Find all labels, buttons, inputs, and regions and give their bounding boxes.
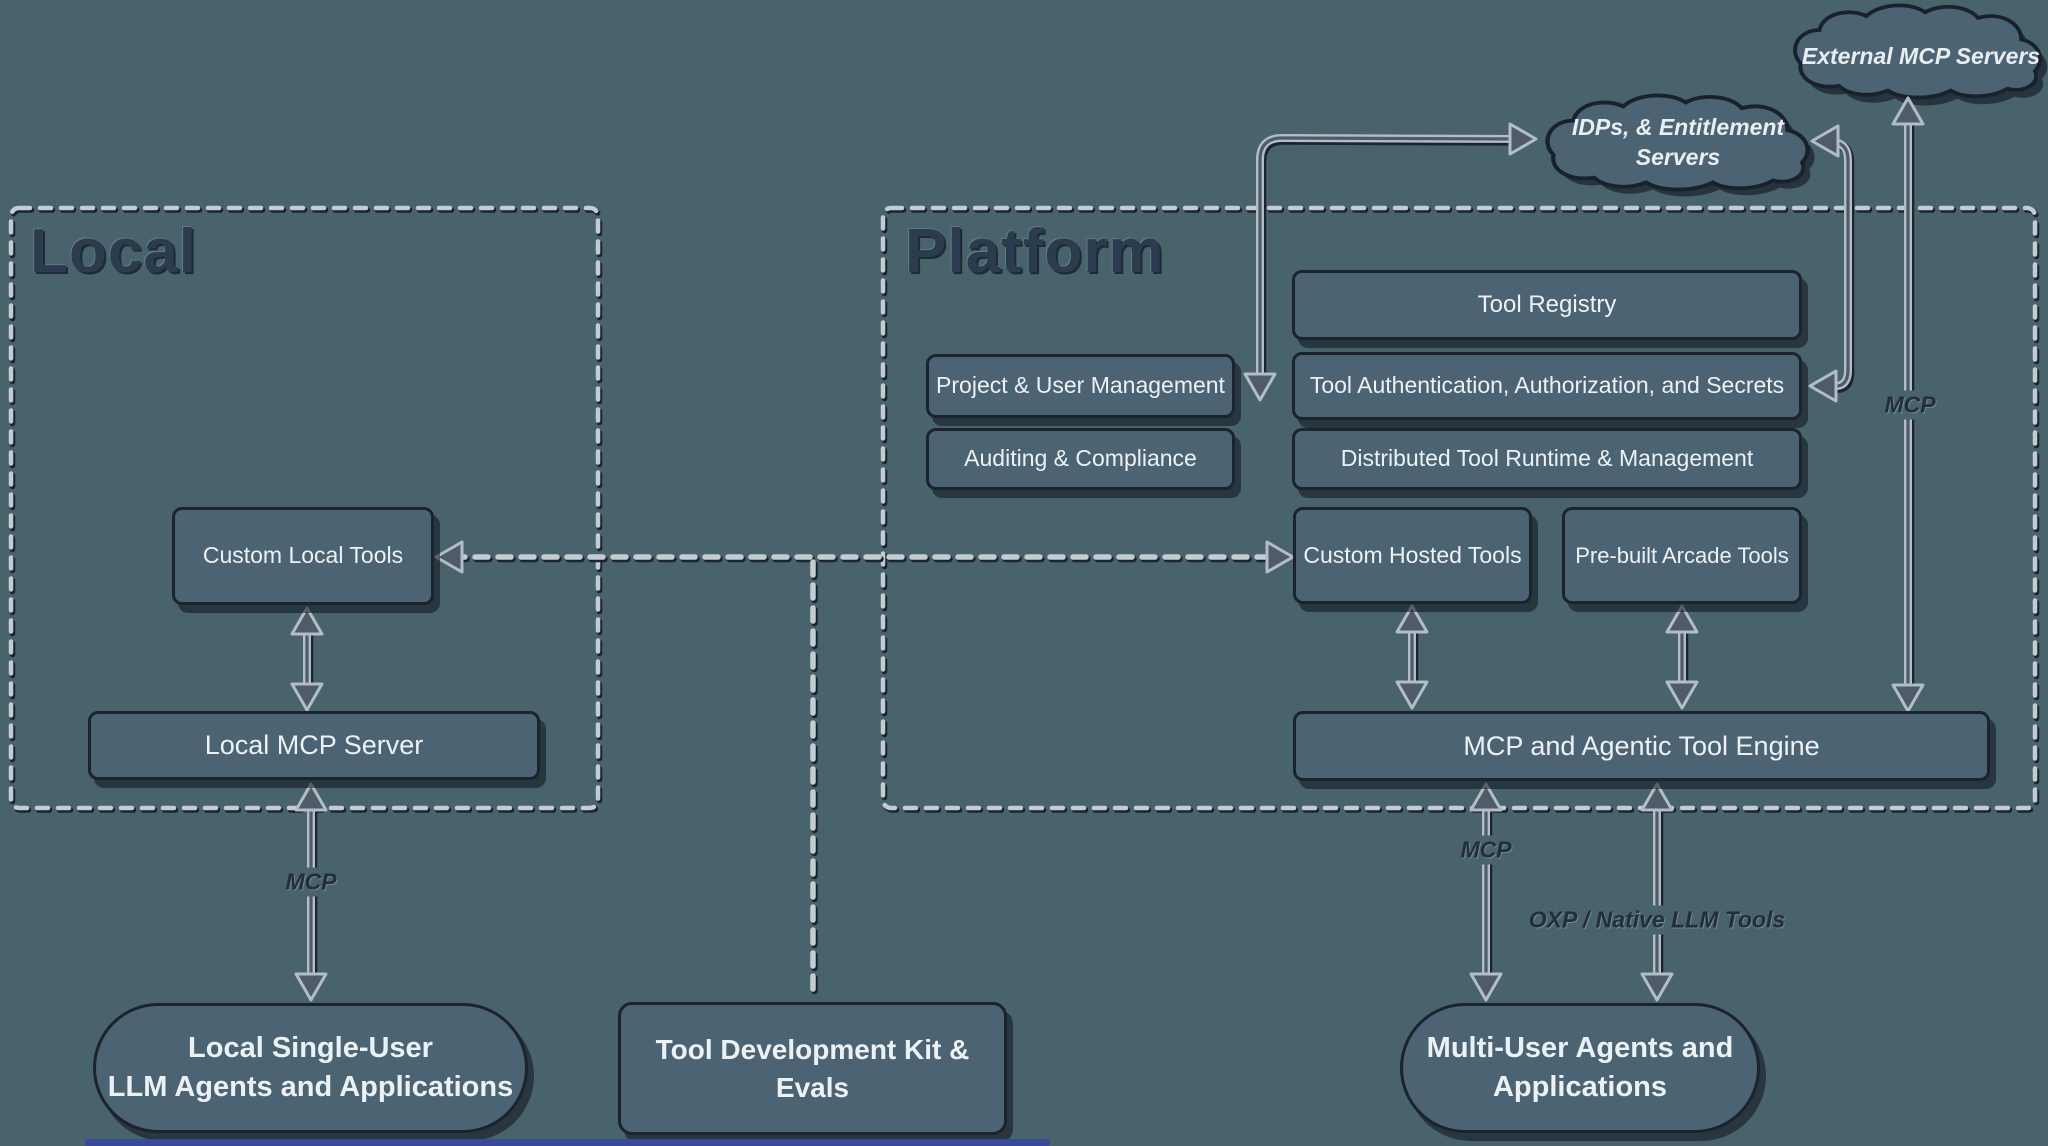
node-distributed-runtime[interactable]: Distributed Tool Runtime & Management xyxy=(1292,428,1802,490)
edge-customhosted-engine xyxy=(1395,604,1429,710)
edge-label-local-mcp: MCP xyxy=(278,867,344,897)
edge-label-external-mcp: MCP xyxy=(1877,390,1943,420)
node-multi-user-agents[interactable]: Multi-User Agents and Applications xyxy=(1400,1003,1760,1133)
node-local-single-user-agents[interactable]: Local Single-User LLM Agents and Applica… xyxy=(93,1003,528,1133)
node-tool-registry[interactable]: Tool Registry xyxy=(1292,270,1802,340)
platform-container-title: Platform xyxy=(905,217,1165,286)
edge-customlocal-localmcp xyxy=(290,606,324,712)
node-custom-hosted-tools[interactable]: Custom Hosted Tools xyxy=(1293,507,1532,604)
edge-label-engine-mcp: MCP xyxy=(1453,835,1519,865)
edge-toolauth-idps xyxy=(1808,124,1855,403)
edge-label-oxp: OXP / Native LLM Tools xyxy=(1521,905,1793,935)
node-tool-dev-kit[interactable]: Tool Development Kit & Evals xyxy=(618,1002,1007,1135)
node-prebuilt-arcade-tools[interactable]: Pre-built Arcade Tools xyxy=(1562,507,1802,604)
node-auditing-compliance[interactable]: Auditing & Compliance xyxy=(926,428,1235,490)
node-local-mcp-server[interactable]: Local MCP Server xyxy=(88,711,540,780)
bottom-blue-bar xyxy=(85,1139,1050,1146)
local-container-title: Local xyxy=(30,217,197,286)
node-mcp-agentic-engine[interactable]: MCP and Agentic Tool Engine xyxy=(1293,711,1990,781)
node-tool-auth[interactable]: Tool Authentication, Authorization, and … xyxy=(1292,352,1802,420)
edge-platform-idps xyxy=(1243,122,1538,402)
edge-engine-multiuser-mcp xyxy=(1469,782,1503,1002)
node-project-user-mgmt[interactable]: Project & User Management xyxy=(926,354,1235,418)
node-custom-local-tools[interactable]: Custom Local Tools xyxy=(172,507,434,605)
edge-prebuilt-engine xyxy=(1665,604,1699,710)
idps-entitlement-label: IDPs, & Entitlement Servers xyxy=(1571,114,1785,170)
edge-local-tools-dashed xyxy=(434,540,1295,1004)
external-mcp-servers-label: External MCP Servers xyxy=(1801,43,2041,70)
local-container-border xyxy=(8,205,603,813)
edge-engine-multiuser-oxp xyxy=(1640,782,1674,1002)
platform-container-border xyxy=(880,205,2040,813)
